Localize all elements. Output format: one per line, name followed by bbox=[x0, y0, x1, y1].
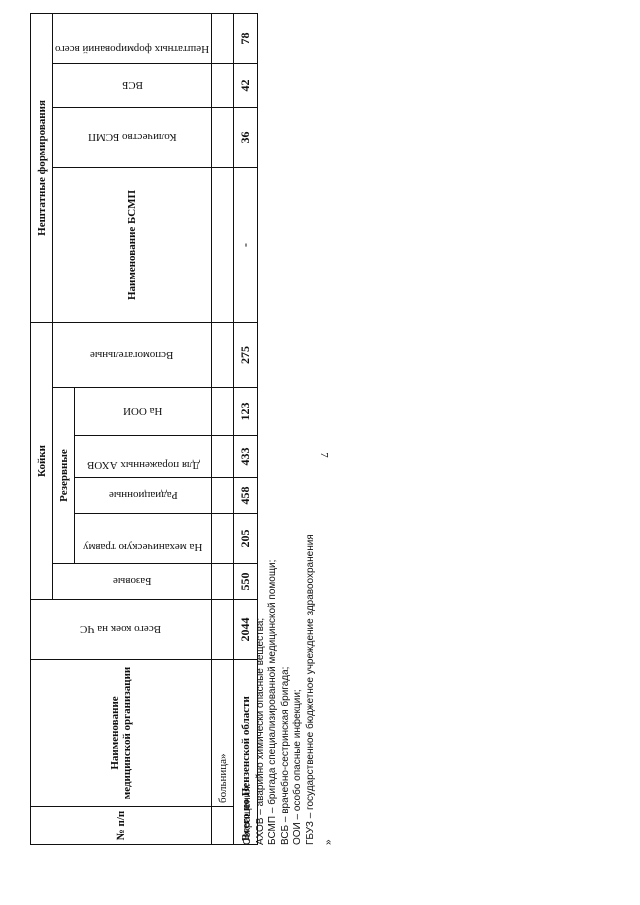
partial-row-org: больница» bbox=[211, 659, 234, 807]
total-form-value: 78 bbox=[233, 13, 258, 64]
header-reserve-group: Резервные bbox=[52, 387, 75, 564]
header-vsb: ВСБ bbox=[52, 63, 212, 108]
abbreviations-notes: Сокращения: АХОВ – аварийно химически оп… bbox=[242, 245, 336, 845]
header-total-beds-label: Всего коек на ЧС bbox=[80, 623, 162, 636]
note-line: БСМП – бригада специализированной медици… bbox=[267, 559, 278, 845]
note-line: ООИ – особо опасные инфекции; bbox=[292, 689, 303, 845]
header-aux-label: Вспомогательные bbox=[90, 348, 174, 361]
header-ooi-label: На ООИ bbox=[123, 405, 163, 418]
header-ahov-label: Для пораженных АХОВ bbox=[86, 459, 200, 472]
note-line: ГБУЗ – государственное бюджетное учрежде… bbox=[304, 534, 316, 845]
note-line: ВСБ – врачебно-сестринская бригада; bbox=[279, 666, 291, 845]
header-ahov: Для пораженных АХОВ bbox=[74, 435, 212, 478]
header-mech: На механическую травму bbox=[74, 513, 212, 564]
header-mech-label: На механическую травму bbox=[83, 541, 203, 554]
notes-heading: Сокращения: bbox=[242, 783, 253, 845]
header-bsmp-count-label: Количество БСМП bbox=[87, 131, 177, 144]
bsmp-count-value: 36 bbox=[233, 107, 258, 168]
header-vsb-label: ВСБ bbox=[121, 79, 143, 92]
header-aux: Вспомогательные bbox=[52, 322, 212, 388]
note-line: АХОВ – аварийно химически опасные вещест… bbox=[254, 617, 266, 845]
beds-formations-table: № п/п Наименование медицинской организац… bbox=[30, 13, 258, 845]
header-rad: Радиационные bbox=[74, 477, 212, 514]
header-rad-label: Радиационные bbox=[108, 489, 178, 502]
header-formations-group: Нештатные формирования bbox=[30, 13, 53, 323]
header-num: № п/п bbox=[30, 806, 212, 845]
vsb-value: 42 bbox=[233, 63, 258, 108]
header-base: Базовые bbox=[52, 563, 212, 600]
header-total-beds: Всего коек на ЧС bbox=[30, 599, 212, 660]
partial-row-num bbox=[211, 806, 234, 845]
header-bsmp-count: Количество БСМП bbox=[52, 107, 212, 168]
header-org: Наименование медицинской организации bbox=[30, 659, 212, 807]
header-ooi: На ООИ bbox=[74, 387, 212, 436]
closing-quote: » bbox=[323, 839, 334, 845]
header-total-form: Нештатных формирований всего bbox=[52, 13, 212, 64]
header-base-label: Базовые bbox=[112, 575, 152, 588]
header-bsmp-name: Наименование БСМП bbox=[52, 167, 212, 323]
header-beds-group: Койки bbox=[30, 322, 53, 600]
header-total-form-label: Нештатных формирований всего bbox=[55, 43, 210, 56]
